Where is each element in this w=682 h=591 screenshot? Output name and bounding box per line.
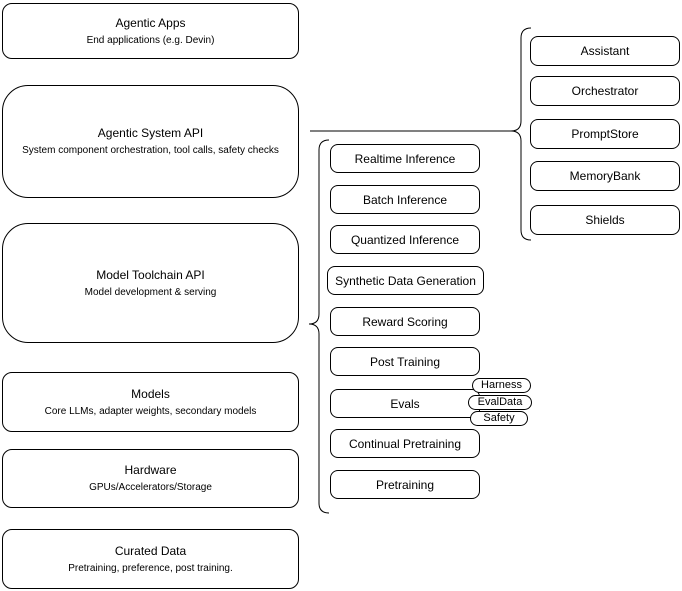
toolchain-box-evals: Evals	[330, 389, 480, 418]
layer-curated-data: Curated Data Pretraining, preference, po…	[2, 529, 299, 589]
layer-subtitle: Pretraining, preference, post training.	[68, 562, 233, 574]
components-brace	[510, 27, 532, 241]
component-box-orchestrator: Orchestrator	[530, 76, 680, 106]
layer-title: Curated Data	[114, 543, 187, 558]
layer-title: Agentic Apps	[115, 15, 186, 30]
toolchain-box-batch-inference: Batch Inference	[330, 185, 480, 214]
layer-model-toolchain-api: Model Toolchain API Model development & …	[2, 223, 299, 343]
component-box-memorybank: MemoryBank	[530, 161, 680, 191]
layer-subtitle: End applications (e.g. Devin)	[86, 34, 215, 46]
eval-pill-evaldata: EvalData	[468, 395, 532, 410]
toolchain-brace	[308, 139, 330, 514]
toolchain-box-post-training: Post Training	[330, 347, 480, 376]
layer-agentic-apps: Agentic Apps End applications (e.g. Devi…	[2, 3, 299, 59]
layer-title: Hardware	[124, 463, 177, 477]
eval-pill-harness: Harness	[472, 378, 531, 393]
layer-subtitle: System component orchestration, tool cal…	[22, 145, 279, 156]
toolchain-box-continual-pretraining: Continual Pretraining	[330, 429, 480, 458]
toolchain-box-realtime-inference: Realtime Inference	[330, 144, 480, 173]
layer-hardware: Hardware GPUs/Accelerators/Storage	[2, 449, 299, 508]
layer-models: Models Core LLMs, adapter weights, secon…	[2, 372, 299, 432]
layer-subtitle: Core LLMs, adapter weights, secondary mo…	[44, 405, 257, 417]
component-box-shields: Shields	[530, 205, 680, 235]
eval-pill-safety: Safety	[470, 411, 528, 426]
toolchain-box-quantized-inference: Quantized Inference	[330, 225, 480, 254]
layer-subtitle: Model development & serving	[84, 286, 217, 298]
layer-title: Agentic System API	[97, 126, 204, 140]
toolchain-box-synthetic-data-generation: Synthetic Data Generation	[327, 266, 484, 295]
component-box-promptstore: PromptStore	[530, 119, 680, 149]
component-box-assistant: Assistant	[530, 36, 680, 66]
layer-agentic-system-api: Agentic System API System component orch…	[2, 85, 299, 198]
toolchain-box-pretraining: Pretraining	[330, 470, 480, 499]
toolchain-box-reward-scoring: Reward Scoring	[330, 307, 480, 336]
layer-title: Models	[131, 386, 170, 401]
layer-title: Model Toolchain API	[96, 267, 205, 282]
layer-subtitle: GPUs/Accelerators/Storage	[89, 482, 212, 493]
